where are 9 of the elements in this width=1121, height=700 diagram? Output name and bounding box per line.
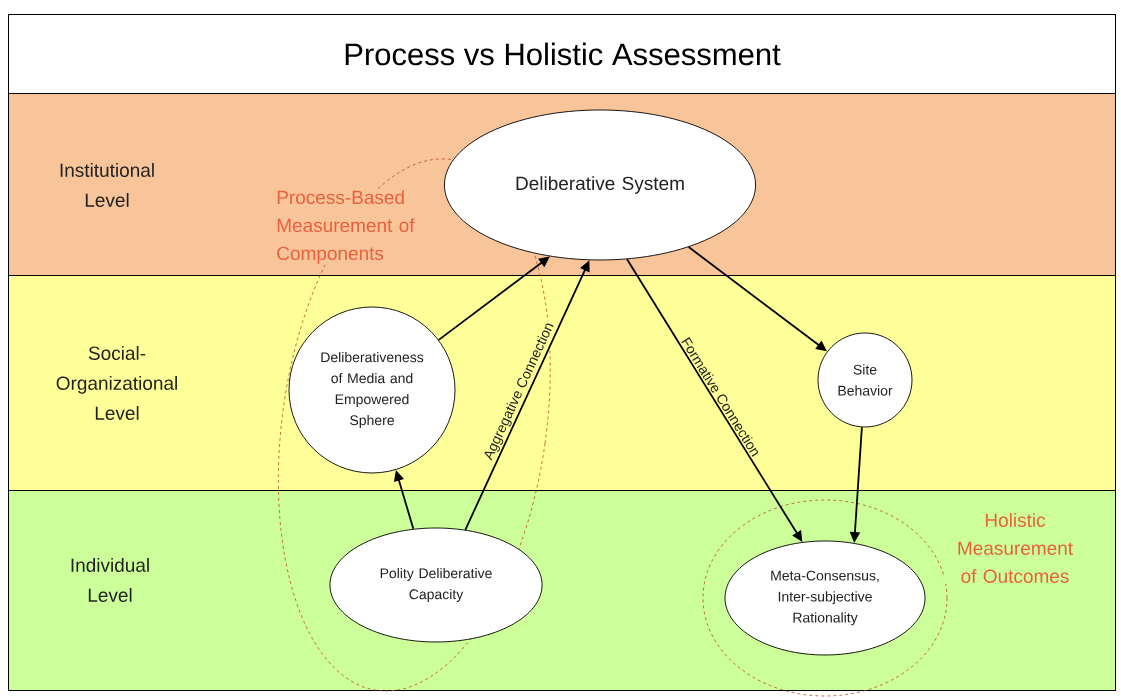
circle-node: Site Behavior — [817, 332, 913, 428]
arrow — [626, 258, 803, 542]
ellipse-node: Deliberative System — [444, 109, 757, 261]
measurement-label: Holistic Measurement of Outcomes — [944, 512, 1086, 584]
arrow — [437, 256, 550, 341]
ellipse-node: Polity Deliberative Capacity — [329, 527, 543, 643]
ellipse-node: Meta-Consensus, Inter-subjective Rationality — [724, 540, 926, 656]
title-box: Process vs Holistic Assessment — [8, 14, 1116, 94]
circle-node: Deliberativeness of Media and Empowered Sphere — [288, 306, 456, 474]
